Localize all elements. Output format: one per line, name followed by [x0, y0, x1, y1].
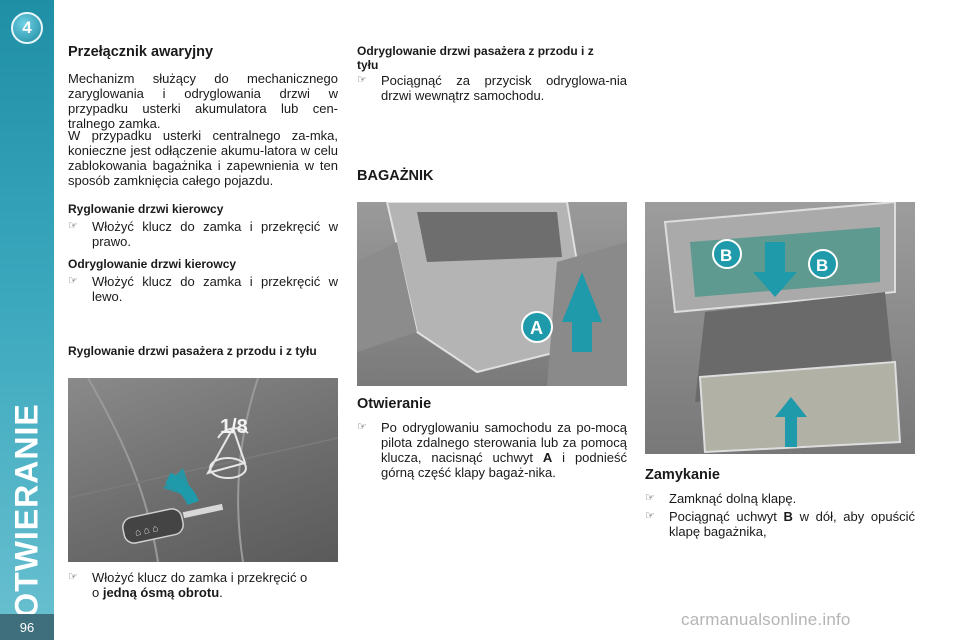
emergency-switch-heading: Przełącznik awaryjny — [68, 44, 214, 60]
closing-step-1: ☞ Zamknąć dolną klapę. — [645, 491, 797, 506]
handle-b-label-2: B — [816, 256, 828, 275]
opening-step: ☞ Po odryglowaniu samochodu za po-mocą p… — [357, 420, 627, 480]
lock-driver-heading: Ryglowanie drzwi kierowcy — [68, 202, 224, 216]
pointing-hand-icon: ☞ — [68, 571, 78, 583]
boot-heading: BAGAŻNIK — [357, 168, 434, 184]
unlock-driver-heading: Odryglowanie drzwi kierowcy — [68, 257, 237, 271]
page-number: 96 — [0, 614, 54, 640]
handle-b-label-1: B — [720, 246, 732, 265]
tailgate-handle-illustration: A — [357, 202, 627, 386]
pointing-hand-icon: ☞ — [68, 220, 78, 232]
pointing-hand-icon: ☞ — [68, 275, 78, 287]
closing-heading: Zamykanie — [645, 467, 720, 483]
lock-driver-step: ☞ Włożyć klucz do zamka i przekręcić w p… — [68, 219, 338, 249]
chapter-number-badge: 4 — [11, 12, 43, 44]
chapter-sidebar: 4 OTWIERANIE 96 — [0, 0, 54, 640]
open-boot-illustration: B B — [645, 202, 915, 454]
door-key-illustration: 1/8 ⌂ ⌂ ⌂ — [68, 378, 338, 562]
pointing-hand-icon: ☞ — [357, 421, 367, 433]
one-eighth-label: 1/8 — [220, 416, 248, 438]
svg-text:⌂ ⌂ ⌂: ⌂ ⌂ ⌂ — [134, 523, 159, 539]
chapter-title: OTWIERANIE — [8, 402, 45, 618]
handle-a-label: A — [530, 318, 543, 338]
emergency-paragraph-1: Mechanizm służący do mechanicznego zaryg… — [68, 71, 338, 131]
unlock-driver-step: ☞ Włożyć klucz do zamka i przekręcić w l… — [68, 274, 338, 304]
pointing-hand-icon: ☞ — [645, 492, 655, 504]
unlock-passenger-heading: Odryglowanie drzwi pasażera z przodu i z… — [357, 44, 594, 72]
opening-heading: Otwieranie — [357, 396, 432, 412]
closing-step-2: ☞ Pociągnąć uchwyt B w dół, aby opuścić … — [645, 509, 915, 539]
pointing-hand-icon: ☞ — [645, 510, 655, 522]
pointing-hand-icon: ☞ — [357, 74, 367, 86]
unlock-passenger-step: ☞ Pociągnąć za przycisk odryglowa-nia dr… — [357, 73, 627, 103]
watermark: carmanualsonline.info — [681, 610, 851, 629]
lock-passenger-heading: Ryglowanie drzwi pasażera z przodu i z t… — [68, 344, 317, 358]
emergency-paragraph-2: W przypadku usterki centralnego za-mka, … — [68, 128, 338, 188]
